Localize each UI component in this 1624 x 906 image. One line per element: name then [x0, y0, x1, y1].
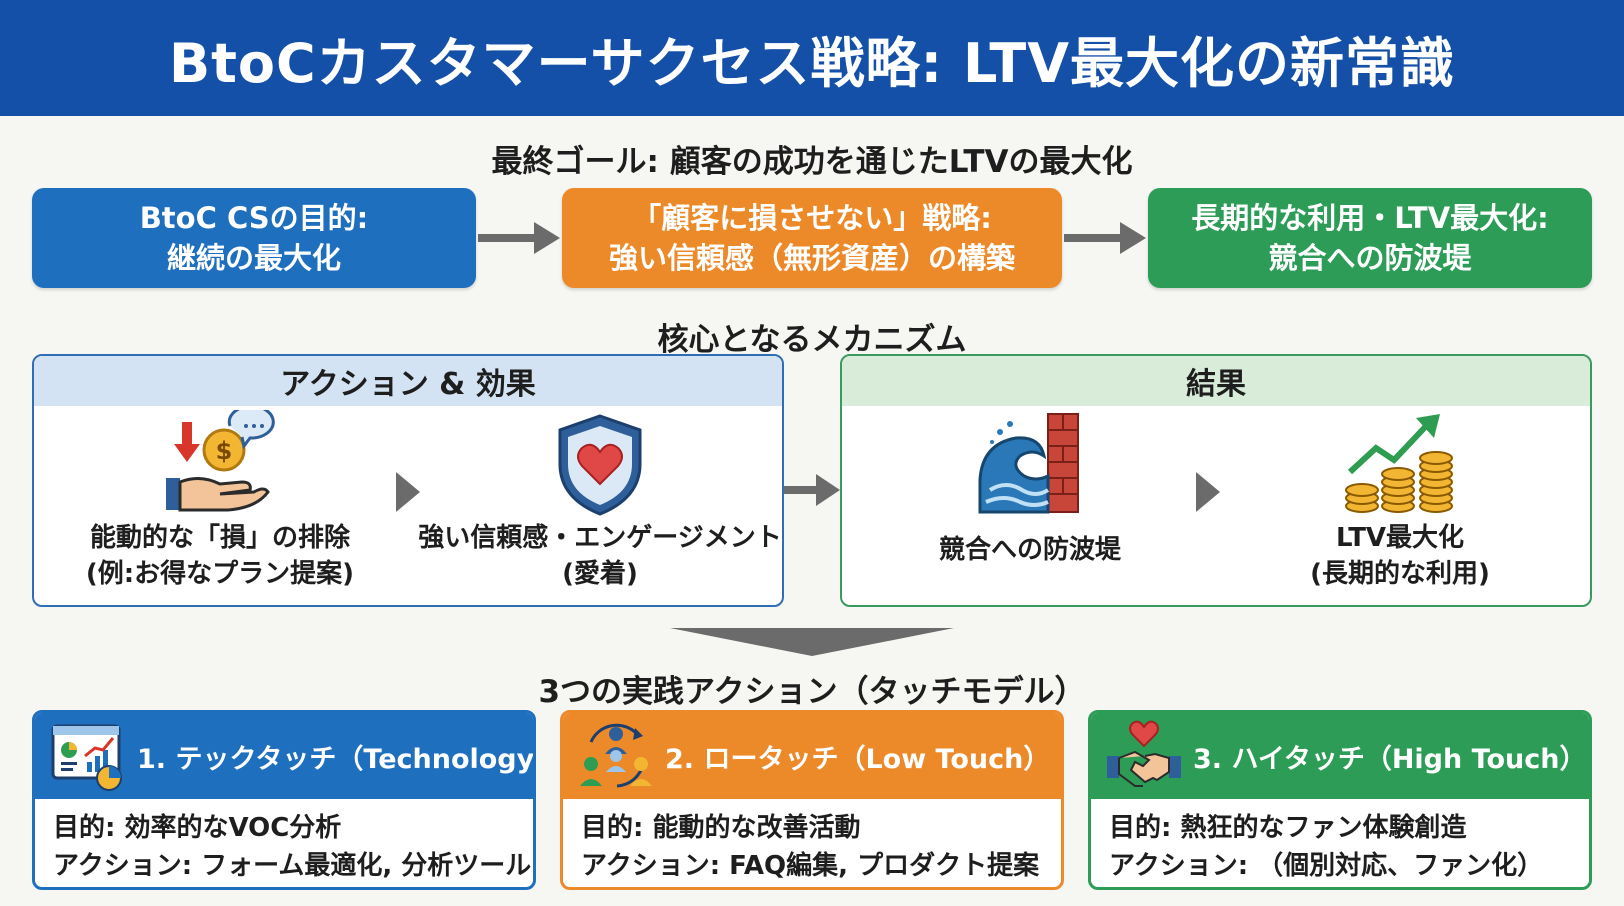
- goal-box-ltv: 長期的な利用・LTV最大化: 競合への防波堤: [1148, 188, 1592, 288]
- goal-box-strategy-line2: 強い信頼感（無形資産）の構築: [608, 241, 1015, 275]
- arrow-right-icon: [478, 222, 560, 254]
- goal-box-strategy: 「顧客に損させない」戦略: 強い信頼感（無形資産）の構築: [562, 188, 1062, 288]
- action-item-loss-removal-line2: (例:お得なプラン提案): [85, 559, 355, 589]
- coins-growth-icon: [1345, 414, 1453, 513]
- goal-box-strategy-line1: 「顧客に損させない」戦略:: [632, 201, 992, 235]
- action-item-loss-removal-caption: 能動的な「損」の排除 (例:お得なプラン提案): [86, 520, 354, 592]
- touch-card-low-body: 目的: 能動的な改善活動 アクション: FAQ編集, プロダクト提案: [563, 799, 1061, 885]
- title-banner: BtoCカスタマーサクセス戦略: LTV最大化の新常識: [0, 0, 1624, 116]
- touch-card-high: 3. ハイタッチ（High Touch） 目的: 熱狂的なファン体験創造 アクシ…: [1088, 710, 1592, 890]
- shield-heart-icon: [558, 414, 642, 516]
- action-item-trust-line1: 強い信頼感・エンゲージメント: [418, 523, 782, 553]
- handshake-heart-icon: [1107, 720, 1181, 787]
- touch-card-tech-purpose: 目的: 効率的なVOC分析: [53, 813, 342, 843]
- action-item-trust: 強い信頼感・エンゲージメント (愛着): [418, 410, 782, 592]
- practice-heading: 3つの実践アクション（タッチモデル）: [538, 674, 1086, 710]
- touch-card-high-body: 目的: 熱狂的なファン体験創造 アクション: （個別対応、ファン化）: [1091, 799, 1589, 885]
- goal-box-purpose: BtoC CSの目的: 継続の最大化: [32, 188, 476, 288]
- touch-card-tech-action: アクション: フォーム最適化, 分析ツール: [53, 851, 532, 881]
- action-effect-panel: アクション & 効果: [32, 354, 784, 607]
- triangle-right-icon: [1196, 472, 1220, 512]
- touch-card-high-header: 3. ハイタッチ（High Touch）: [1091, 713, 1589, 799]
- wave-wall-icon: [978, 413, 1079, 514]
- touch-card-tech: 1. テックタッチ（Technology） 目的: 効率的なVOC分析 アクショ…: [32, 710, 536, 890]
- result-item-ltv-line1: LTV最大化: [1335, 523, 1465, 553]
- analytics-dashboard-icon: [51, 724, 122, 791]
- triangle-right-icon: [396, 472, 420, 512]
- goal-box-purpose-line1: BtoC CSの目的:: [139, 201, 369, 235]
- touch-card-high-action: アクション: （個別対応、ファン化）: [1109, 851, 1544, 881]
- page-title: BtoCカスタマーサクセス戦略: LTV最大化の新常識: [168, 31, 1456, 95]
- touch-card-tech-header: 1. テックタッチ（Technology）: [35, 713, 533, 799]
- touch-card-high-title: 3. ハイタッチ（High Touch）: [1193, 743, 1587, 775]
- touch-card-tech-title: 1. テックタッチ（Technology）: [137, 743, 536, 775]
- result-item-ltv-caption: LTV最大化 (長期的な利用): [1310, 520, 1490, 592]
- goal-box-ltv-line1: 長期的な利用・LTV最大化:: [1191, 201, 1549, 235]
- result-item-ltv-line2: (長期的な利用): [1310, 559, 1490, 589]
- result-item-moat: 競合への防波堤: [880, 410, 1180, 568]
- touch-card-low-header: 2. ロータッチ（Low Touch）: [563, 713, 1061, 799]
- arrow-right-icon: [784, 474, 840, 506]
- result-item-moat-caption: 競合への防波堤: [939, 532, 1121, 568]
- action-item-loss-removal: $ 能動的な「損」の排除 (例:お得なプラン提案): [70, 410, 370, 592]
- touch-card-tech-body: 目的: 効率的なVOC分析 アクション: フォーム最適化, 分析ツール: [35, 799, 533, 885]
- down-chevron-icon: [670, 628, 954, 656]
- goal-box-purpose-line2: 継続の最大化: [166, 241, 341, 275]
- hand-coin-icon: $: [166, 410, 275, 512]
- svg-text:$: $: [216, 437, 233, 465]
- touch-card-low: 2. ロータッチ（Low Touch） 目的: 能動的な改善活動 アクション: …: [560, 710, 1064, 890]
- community-cycle-icon: [580, 723, 652, 788]
- action-effect-panel-title: アクション & 効果: [34, 356, 782, 406]
- result-panel: 結果: [840, 354, 1592, 607]
- goal-heading: 最終ゴール: 顧客の成功を通じたLTVの最大化: [491, 144, 1133, 180]
- result-item-moat-line1: 競合への防波堤: [938, 535, 1121, 565]
- touch-card-low-action: アクション: FAQ編集, プロダクト提案: [581, 851, 1040, 881]
- action-item-trust-caption: 強い信頼感・エンゲージメント (愛着): [418, 520, 781, 592]
- mechanism-heading: 核心となるメカニズム: [657, 322, 967, 358]
- arrow-right-icon: [1064, 222, 1146, 254]
- touch-card-low-purpose: 目的: 能動的な改善活動: [581, 813, 861, 843]
- action-item-trust-line2: (愛着): [562, 559, 638, 589]
- action-item-loss-removal-line1: 能動的な「損」の排除: [89, 523, 350, 553]
- touch-card-low-title: 2. ロータッチ（Low Touch）: [665, 743, 1051, 775]
- touch-card-high-purpose: 目的: 熱狂的なファン体験創造: [1109, 813, 1467, 843]
- result-item-ltv: LTV最大化 (長期的な利用): [1250, 410, 1550, 592]
- goal-box-ltv-line2: 競合への防波堤: [1268, 241, 1472, 275]
- result-panel-title: 結果: [842, 356, 1590, 406]
